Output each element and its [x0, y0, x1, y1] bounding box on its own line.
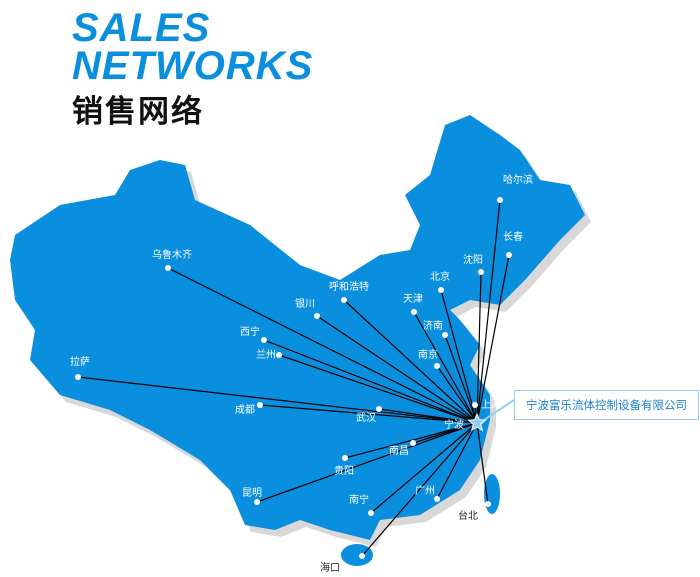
city-dot	[485, 501, 491, 507]
city-label: 银川	[295, 297, 315, 310]
route-line	[316, 315, 478, 424]
city-dot	[376, 406, 382, 412]
route-line	[476, 271, 482, 424]
route-line	[343, 299, 478, 424]
route-line	[370, 422, 478, 514]
route-line	[476, 199, 501, 424]
city-dot	[314, 313, 320, 319]
city-dot	[472, 402, 478, 408]
city-label: 台北	[458, 509, 478, 522]
city-label: 北京	[430, 270, 450, 283]
city-dot	[341, 297, 347, 303]
city-dot	[434, 496, 440, 502]
route-line	[256, 422, 478, 503]
city-dot	[368, 510, 374, 516]
callout-line	[483, 399, 515, 421]
route-line	[167, 267, 478, 424]
city-dot	[410, 440, 416, 446]
city-label: 呼和浩特	[329, 281, 369, 293]
city-dot	[506, 252, 512, 258]
hainan-island	[341, 544, 373, 566]
route-line	[278, 354, 478, 424]
route-line	[361, 422, 478, 557]
city-dot	[434, 363, 440, 369]
city-dot	[254, 499, 260, 505]
city-dot	[359, 553, 365, 559]
city-label: 长春	[503, 231, 523, 243]
route-line	[476, 422, 489, 505]
city-dot	[276, 352, 282, 358]
city-dot	[438, 287, 444, 293]
route-line	[436, 365, 478, 424]
route-line	[444, 334, 478, 424]
city-dot	[478, 269, 484, 275]
city-label: 上海	[481, 398, 501, 411]
city-dot	[75, 374, 81, 380]
title-en-1: SALES	[72, 6, 211, 50]
hub-label: 宁波	[444, 418, 464, 431]
city-label: 武汉	[356, 411, 376, 424]
city-label: 南京	[418, 348, 438, 361]
city-dot	[261, 337, 267, 343]
title-cn: 销售网络	[72, 94, 204, 130]
route-line	[476, 254, 510, 424]
city-label: 贵阳	[334, 464, 354, 477]
city-dot	[257, 402, 263, 408]
city-label: 南昌	[389, 444, 409, 457]
route-line	[436, 422, 478, 500]
route-line	[378, 408, 478, 424]
route-line	[413, 311, 478, 424]
city-label: 沈阳	[463, 253, 483, 266]
city-label: 南宁	[349, 493, 369, 506]
route-line	[263, 339, 478, 424]
city-label: 广州	[415, 485, 435, 497]
hub-star-icon	[467, 412, 487, 432]
city-dot	[342, 455, 348, 461]
city-label: 拉萨	[70, 355, 90, 368]
city-dot	[165, 265, 171, 271]
route-line	[344, 422, 478, 459]
city-dot	[411, 309, 417, 315]
city-dot	[497, 197, 503, 203]
city-dot	[442, 332, 448, 338]
route-line	[77, 376, 478, 424]
city-label: 济南	[423, 319, 443, 332]
route-line	[440, 289, 478, 424]
china-mainland	[10, 115, 585, 540]
city-label: 成都	[235, 404, 255, 416]
route-line	[259, 404, 478, 424]
city-label: 哈尔滨	[503, 173, 533, 186]
city-label: 天津	[403, 293, 423, 305]
company-callout: 宁波富乐流体控制设备有限公司	[514, 390, 699, 420]
city-label: 昆明	[242, 487, 262, 499]
city-label: 海口	[320, 561, 340, 574]
title-en-2: NETWORKS	[72, 44, 314, 88]
city-label: 兰州	[256, 348, 276, 361]
city-label: 西宁	[240, 325, 260, 338]
city-label: 乌鲁木齐	[152, 248, 192, 261]
